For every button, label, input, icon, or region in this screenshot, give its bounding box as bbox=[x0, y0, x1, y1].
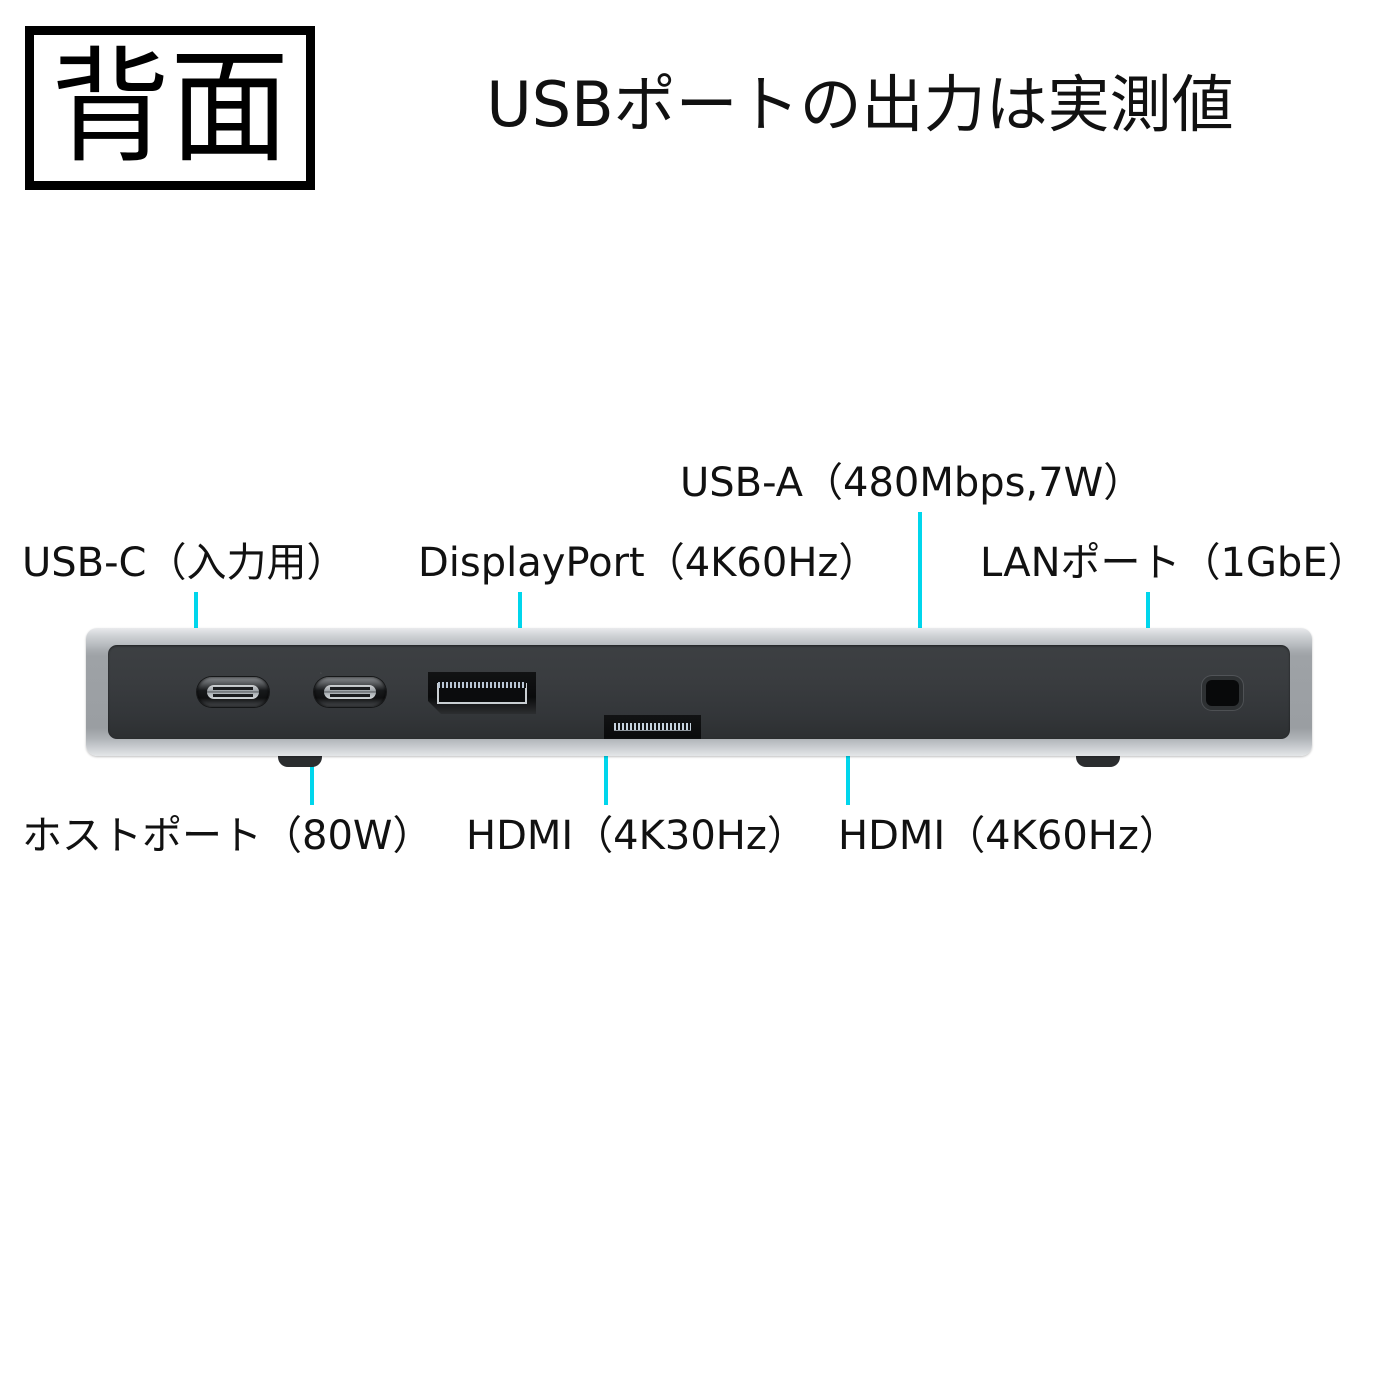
dock-foot-right bbox=[1076, 754, 1120, 767]
label-usb-c-input: USB-C（入力用） bbox=[22, 540, 347, 586]
label-hdmi-4k60: HDMI（4K60Hz） bbox=[838, 813, 1179, 859]
label-host-port: ホストポート（80W） bbox=[22, 813, 433, 859]
port-hdmi-4k30[interactable] bbox=[604, 715, 701, 739]
port-host-usb-c[interactable] bbox=[314, 677, 386, 707]
port-displayport[interactable] bbox=[428, 672, 536, 714]
port-usb-c-input[interactable] bbox=[197, 677, 269, 707]
dock-foot-left bbox=[278, 754, 322, 767]
rear-view-badge: 背面 bbox=[25, 26, 315, 190]
port-security-lock-slot[interactable] bbox=[1206, 680, 1239, 706]
dock-port-panel bbox=[108, 645, 1290, 739]
label-usb-a: USB-A（480Mbps,7W） bbox=[680, 460, 1144, 506]
usb-c-tongue-icon bbox=[324, 685, 376, 699]
label-hdmi-4k30: HDMI（4K30Hz） bbox=[466, 813, 807, 859]
usb-c-tongue-icon bbox=[207, 685, 259, 699]
label-displayport: DisplayPort（4K60Hz） bbox=[418, 540, 879, 586]
dock-rear-panel bbox=[86, 628, 1312, 768]
dock-shell bbox=[86, 628, 1312, 756]
displayport-cavity-icon bbox=[437, 683, 527, 704]
label-lan: LANポート（1GbE） bbox=[980, 540, 1368, 586]
page-title: USBポートの出力は実測値 bbox=[486, 68, 1234, 141]
displayport-pins-icon bbox=[438, 682, 526, 688]
rear-view-badge-label: 背面 bbox=[50, 36, 290, 180]
leader-usb-a bbox=[918, 512, 922, 684]
hdmi-pins-icon bbox=[614, 723, 691, 731]
